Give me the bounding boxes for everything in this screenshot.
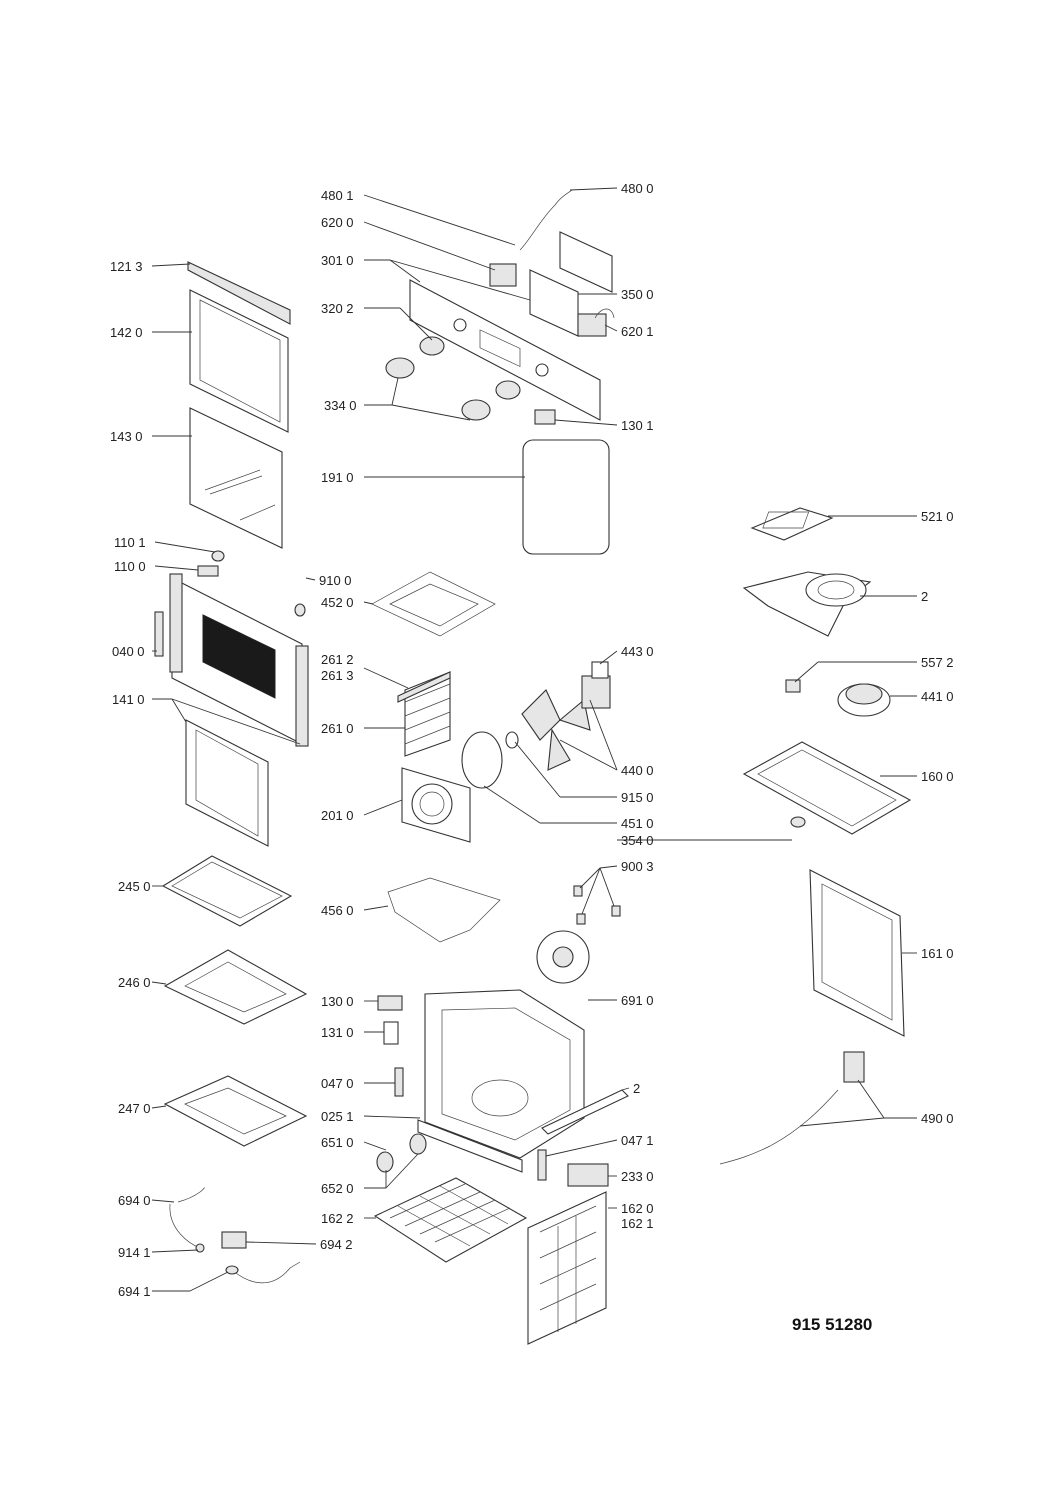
part-label: 110 1: [114, 535, 146, 550]
part-label: 694 1: [118, 1284, 151, 1299]
part-label: 620 0: [321, 215, 354, 230]
part-label: 910 0: [319, 573, 352, 588]
part-label: 694 2: [320, 1237, 353, 1252]
part-label: 620 1: [621, 324, 654, 339]
part-label: 301 0: [321, 253, 354, 268]
part-label: 040 0: [112, 644, 145, 659]
part-label: 025 1: [321, 1109, 354, 1124]
part-label: 452 0: [321, 595, 354, 610]
part-label: 245 0: [118, 879, 151, 894]
part-label: 521 0: [921, 509, 954, 524]
part-label: 162 1: [621, 1216, 654, 1231]
part-label: 201 0: [321, 808, 354, 823]
part-label: 130 1: [621, 418, 654, 433]
part-label: 443 0: [621, 644, 654, 659]
part-label: 440 0: [621, 763, 654, 778]
part-label: 130 0: [321, 994, 354, 1009]
model-code: 915 51280: [792, 1315, 872, 1334]
part-label: 110 0: [114, 559, 146, 574]
part-label: 247 0: [118, 1101, 151, 1116]
part-label: 261 0: [321, 721, 354, 736]
part-label: 652 0: [321, 1181, 354, 1196]
part-label: 162 2: [321, 1211, 354, 1226]
part-label: 490 0: [921, 1111, 954, 1126]
part-label: 047 1: [621, 1133, 654, 1148]
part-label: 441 0: [921, 689, 954, 704]
part-label: 121 3: [110, 259, 143, 274]
part-label: 350 0: [621, 287, 654, 302]
part-label: 691 0: [621, 993, 654, 1008]
part-label: 143 0: [110, 429, 143, 444]
part-label: 456 0: [321, 903, 354, 918]
part-label: 334 0: [324, 398, 357, 413]
part-label: 480 1: [321, 188, 354, 203]
part-label: 191 0: [321, 470, 354, 485]
part-label: 233 0: [621, 1169, 654, 1184]
part-label: 141 0: [112, 692, 145, 707]
part-label: 2: [921, 589, 928, 604]
part-label: 047 0: [321, 1076, 354, 1091]
part-label: 914 1: [118, 1245, 151, 1260]
part-label: 261 2: [321, 652, 354, 667]
part-label: 354 0: [621, 833, 654, 848]
part-label: 161 0: [921, 946, 954, 961]
part-label: 261 3: [321, 668, 354, 683]
part-label: 915 0: [621, 790, 654, 805]
part-label: 246 0: [118, 975, 151, 990]
part-label: 557 2: [921, 655, 954, 670]
part-label: 451 0: [621, 816, 654, 831]
part-label: 162 0: [621, 1201, 654, 1216]
part-label: 142 0: [110, 325, 143, 340]
part-label: 651 0: [321, 1135, 354, 1150]
part-label: 131 0: [321, 1025, 354, 1040]
part-label: 160 0: [921, 769, 954, 784]
part-label: 900 3: [621, 859, 654, 874]
parts-drawings: [154, 189, 912, 1345]
leader-lines: [151, 187, 917, 1292]
part-label: 480 0: [621, 181, 654, 196]
part-label: 694 0: [118, 1193, 151, 1208]
part-labels: 480 1 480 0 620 0 301 0 121 3 350 0 320 …: [110, 181, 954, 1299]
part-label: 2: [633, 1081, 640, 1096]
part-label: 320 2: [321, 301, 354, 316]
